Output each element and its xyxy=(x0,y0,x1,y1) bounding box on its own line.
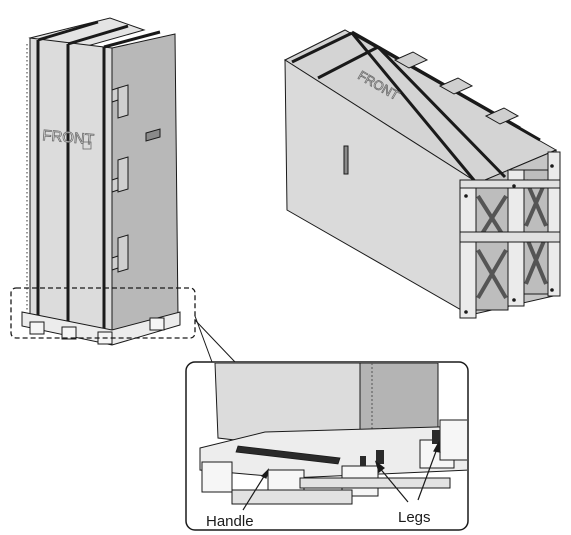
inset-handle-bar xyxy=(235,445,341,465)
inset-leader-lines xyxy=(242,440,441,511)
upright-front-face xyxy=(29,37,113,336)
lying-corner-bolts xyxy=(464,164,554,314)
lying-cabinet: FRONT xyxy=(283,29,561,319)
inset-pallet-top xyxy=(199,425,467,479)
legs-label: Legs xyxy=(398,509,431,526)
callout-connector xyxy=(194,315,236,363)
handle-label: Handle xyxy=(206,513,254,530)
upright-straps xyxy=(36,20,161,333)
inset-pallet-blocks xyxy=(201,419,467,505)
upright-side-handle xyxy=(145,128,161,142)
front-label-upright: FRONT xyxy=(42,127,95,148)
upright-side-brackets xyxy=(111,84,129,273)
inset-legs xyxy=(360,430,440,466)
upright-pallet xyxy=(21,311,181,346)
upright-cabinet: FRONT xyxy=(21,17,181,346)
lying-front-handle xyxy=(343,145,349,175)
lying-end-pallet xyxy=(459,151,561,319)
callout-dashed-frame xyxy=(10,287,196,339)
zoom-inset: Handle Legs xyxy=(185,361,469,531)
front-label-box-upright xyxy=(82,141,92,150)
lying-top-brackets xyxy=(393,51,520,125)
